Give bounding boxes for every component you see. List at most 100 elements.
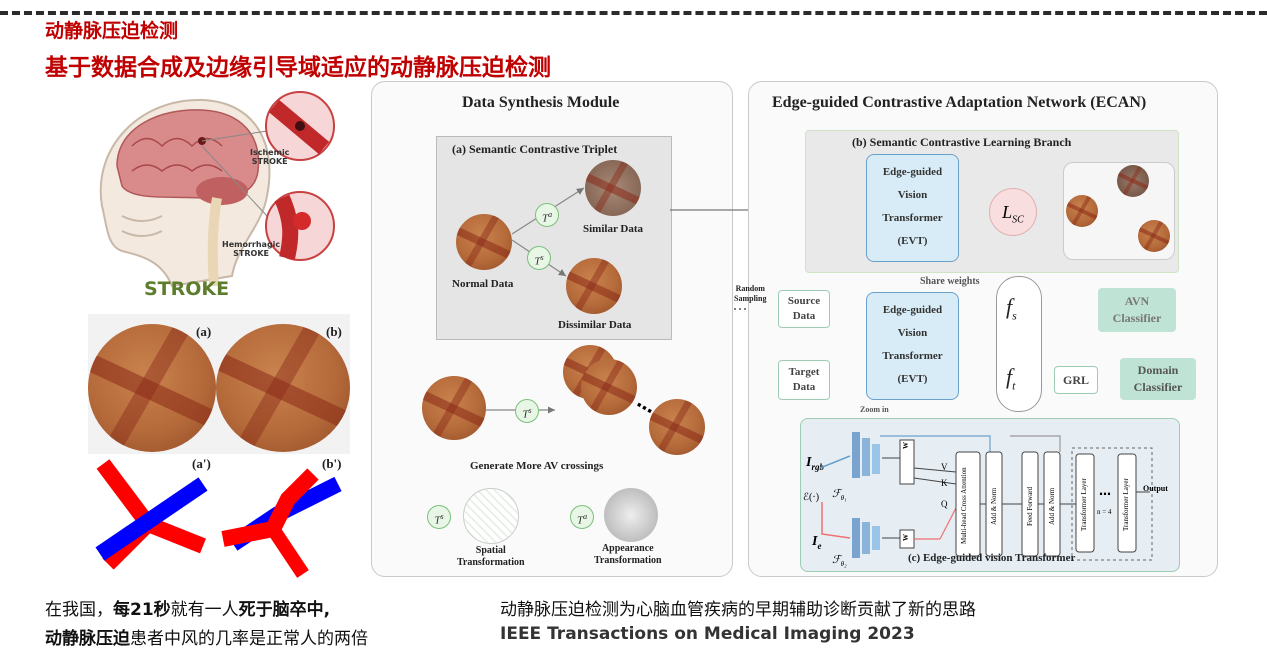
- page-title: 基于数据合成及边缘引导域适应的动静脉压迫检测: [45, 55, 551, 81]
- dissimilar-data-image: [566, 258, 622, 314]
- generate-caption: Generate More AV crossings: [470, 460, 604, 472]
- i-e-subscript: e: [817, 540, 822, 551]
- f-theta1-symbol: ℱ: [832, 488, 841, 500]
- similar-data-image: [585, 160, 641, 216]
- share-weights-label: Share weights: [920, 276, 980, 287]
- line1-part2: 每21秒: [113, 600, 171, 620]
- target-data-box: Target Data: [778, 360, 830, 400]
- t-a-superscript: a: [548, 210, 553, 219]
- i-e-label: Ie: [812, 534, 821, 551]
- avn-line1: AVN: [1124, 294, 1150, 308]
- evt-top-line1: Edge-guided: [882, 166, 943, 178]
- legend-t-a-symbol: T: [576, 514, 584, 527]
- appearance-label-line1: Appearance: [601, 543, 654, 554]
- appearance-legend-badge: Ta: [570, 505, 594, 529]
- generate-spatial-badge: Ts: [515, 399, 539, 423]
- normal-data-image: [456, 214, 512, 270]
- layer-ellipsis: …: [1099, 484, 1111, 498]
- appearance-field-icon: [604, 488, 658, 542]
- vessel-segmentation-masks: [95, 459, 342, 578]
- target-line2: Data: [792, 381, 816, 393]
- embedding-positive: [1117, 165, 1149, 197]
- spatial-legend-badge: Ts: [427, 505, 451, 529]
- weights-w-top: W: [902, 442, 910, 449]
- generated-image-2: [581, 359, 637, 415]
- f-theta1-label: ℱθ₁: [832, 487, 847, 502]
- t-a-symbol: T: [541, 212, 549, 225]
- fs-symbol: f: [1006, 294, 1013, 319]
- evt-main-line2: Vision: [897, 327, 928, 339]
- spatial-legend-label: Spatial Transformation: [457, 545, 525, 569]
- evt-main-line1: Edge-guided: [882, 304, 943, 316]
- evt-top-line4: (EVT): [897, 235, 928, 247]
- target-line1: Target: [788, 366, 820, 378]
- triplet-title: (a) Semantic Contrastive Triplet: [452, 142, 618, 156]
- stroke-caption: STROKE: [144, 278, 230, 300]
- hemorrhagic-label-line1: Hemorrhagic: [222, 240, 281, 249]
- section-title: 动静脉压迫检测: [45, 20, 179, 42]
- contrastive-loss-node: LSC: [989, 188, 1037, 236]
- gen-t-s-superscript: s: [528, 406, 532, 415]
- domain-line2: Classifier: [1133, 380, 1183, 394]
- evt-top-line2: Vision: [897, 189, 928, 201]
- line1-part3: 就有一人: [170, 600, 239, 620]
- ft-symbol: f: [1006, 364, 1013, 389]
- random-line1: Random: [735, 284, 765, 293]
- transformer-layer-n-label: Transformer Layer: [1122, 478, 1130, 532]
- grl-box: GRL: [1054, 366, 1098, 394]
- source-data-box: Source Data: [778, 290, 830, 328]
- i-e-symbol: I: [812, 534, 818, 549]
- source-line2: Data: [792, 310, 816, 322]
- ecan-title: Edge-guided Contrastive Adaptation Netwo…: [772, 94, 1147, 111]
- addnorm-2-label: Add & Norm: [1048, 487, 1056, 525]
- crossing-image-b: [216, 324, 350, 452]
- legend-t-s-symbol: T: [434, 514, 441, 527]
- embedding-negative: [1138, 220, 1170, 252]
- bottom-right-line2: IEEE Transactions on Medical Imaging 202…: [500, 624, 915, 644]
- ischemic-label-line1: Ischemic: [250, 148, 290, 157]
- bottom-right-line1: 动静脉压迫检测为心脑血管疾病的早期辅助诊断贡献了新的思路: [500, 600, 976, 620]
- similar-data-label: Similar Data: [583, 223, 643, 235]
- line2-part1: 动静脉压迫: [45, 629, 130, 649]
- generate-input-image: [422, 376, 486, 440]
- loss-symbol: L: [1002, 202, 1013, 222]
- target-feature: ft: [1006, 364, 1015, 393]
- bottom-left-line2: 动静脉压迫患者中风的几率是正常人的两倍: [45, 624, 368, 649]
- transformer-layer-1-label: Transformer Layer: [1080, 478, 1088, 532]
- line1-part1: 在我国，: [45, 600, 113, 620]
- zoom-in-label: Zoom in: [860, 405, 889, 414]
- av-crossing-figure: (a) (b) (a') (b'): [88, 314, 350, 584]
- appearance-legend-label: Appearance Transformation: [594, 543, 662, 567]
- evt-main-line4: (EVT): [897, 373, 928, 385]
- generated-image-3: [649, 399, 705, 455]
- transformer-diagram: [819, 432, 1153, 561]
- head-brain-illustration: [99, 91, 335, 288]
- spatial-label-line2: Transformation: [457, 557, 525, 568]
- mhca-block-label: Multi-head Cross Attention: [960, 467, 968, 545]
- output-label: Output: [1143, 484, 1168, 493]
- domain-line1: Domain: [1137, 363, 1179, 377]
- label-b-prime: (b'): [322, 456, 342, 471]
- legend-t-s-superscript: s: [440, 512, 444, 521]
- key-label: K: [941, 478, 948, 488]
- label-b: (b): [326, 324, 342, 339]
- f-theta1-subscript: θ₁: [840, 494, 847, 503]
- appearance-transform-badge: Ta: [535, 203, 559, 227]
- ft-subscript: t: [1012, 378, 1016, 393]
- i-rgb-label: Irgb: [806, 455, 824, 472]
- random-sampling-label: Random Sampling: [734, 284, 766, 304]
- evt-main-block: Edge-guided Vision Transformer (EVT): [866, 292, 959, 400]
- normal-data-label: Normal Data: [452, 278, 514, 290]
- evt-top-line3: Transformer: [882, 212, 943, 224]
- transformer-title: (c) Edge-guided vision Transformer: [908, 552, 1076, 564]
- stroke-illustration: Ischemic STROKE Hemorrhagic STROKE STROK…: [62, 86, 362, 306]
- avn-line2: Classifier: [1112, 311, 1162, 325]
- spatial-field-icon: [463, 488, 519, 544]
- value-label: V: [941, 462, 948, 472]
- dissimilar-data-label: Dissimilar Data: [558, 319, 632, 331]
- crossing-image-a: [88, 324, 216, 452]
- avn-classifier-box: AVN Classifier: [1098, 288, 1176, 332]
- branch-title: (b) Semantic Contrastive Learning Branch: [852, 135, 1072, 149]
- loss-subscript: SC: [1012, 214, 1024, 226]
- header-dashed-divider: [0, 11, 1267, 15]
